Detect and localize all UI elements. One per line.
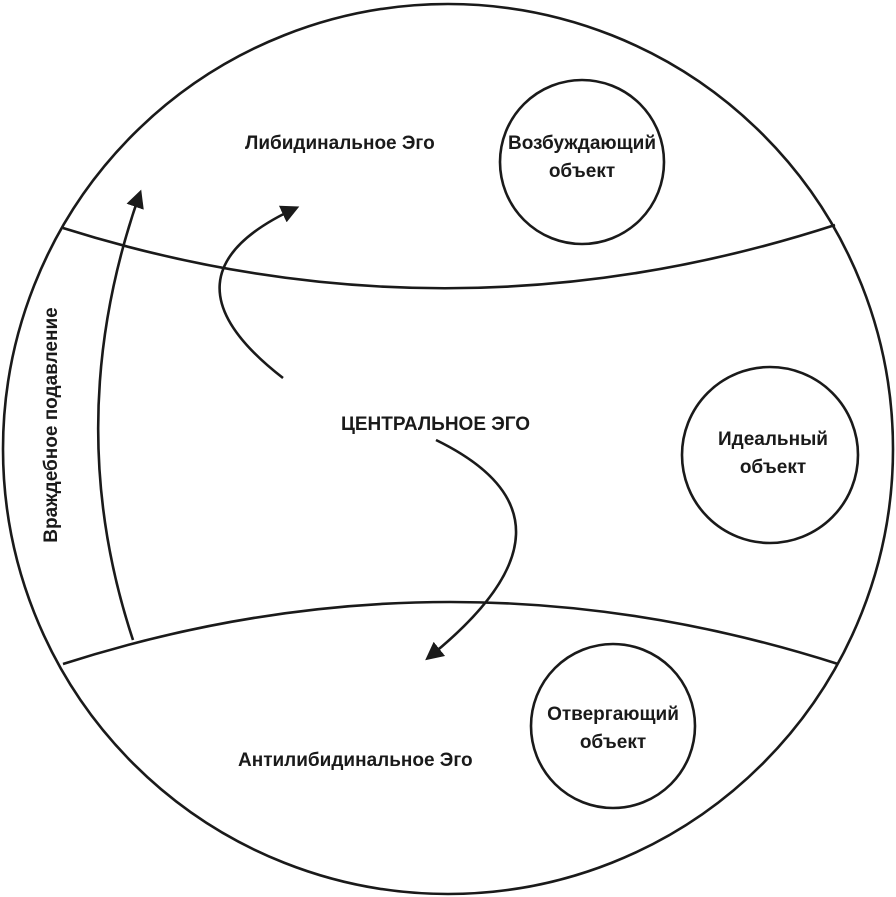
exciting-object-label-line2: объект <box>549 161 615 182</box>
rejecting-object-label-line2: объект <box>580 732 646 753</box>
central-to-antilibidinal-arrow <box>425 438 518 661</box>
ideal-object-circle <box>680 365 860 545</box>
upper-boundary-curve <box>62 223 836 290</box>
rejecting-object-label-line1: Отвергающий <box>547 704 679 725</box>
rejecting-object-circle <box>529 642 697 810</box>
central-to-libidinal-arrow <box>218 205 300 380</box>
ideal-object-label-line2: объект <box>740 457 806 478</box>
antilibidinal-ego-label: Антилибидинальное Эго <box>238 750 473 771</box>
libidinal-ego-label: Либидинальное Эго <box>245 133 435 154</box>
hostile-repression-arrow <box>96 189 144 641</box>
central-ego-label: ЦЕНТРАЛЬНОЕ ЭГО <box>341 414 530 435</box>
ideal-object-label-line1: Идеальный <box>718 429 828 450</box>
exciting-object-circle <box>498 78 666 246</box>
hostile-repression-label: Враждебное подавление <box>41 307 62 542</box>
exciting-object-label-line1: Возбуждающий <box>508 133 656 154</box>
lower-boundary-curve <box>62 600 839 666</box>
